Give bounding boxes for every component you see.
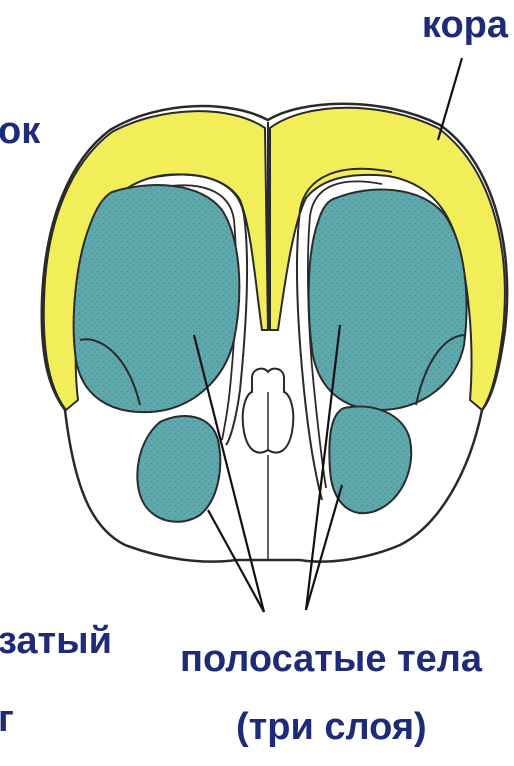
label-fragment-top: ок <box>0 112 40 150</box>
striatum-left-large-texture <box>74 185 240 412</box>
label-striatum-line-1: полосатые тела <box>180 640 482 678</box>
label-striatum-line-2: (три слоя) <box>236 708 427 746</box>
striatum-right-large-texture <box>309 190 467 410</box>
cortex-leader-line <box>438 58 462 140</box>
label-fragment-bottom-2: г <box>0 700 14 738</box>
label-fragment-bottom-1: затый <box>0 622 112 660</box>
label-cortex: кора <box>422 6 508 44</box>
